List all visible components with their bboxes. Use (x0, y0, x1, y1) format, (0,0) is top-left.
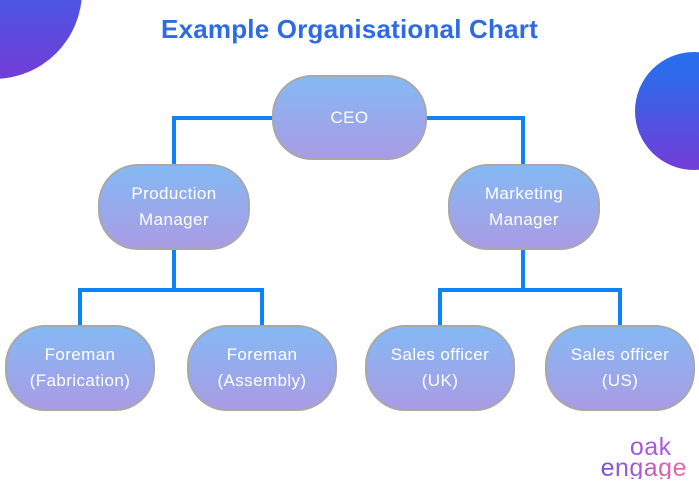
connector-sales-us-drop (618, 288, 622, 325)
connector-production-horizontal (78, 288, 264, 292)
connector-marketing-horizontal (438, 288, 622, 292)
org-node-label: Foreman (226, 345, 298, 364)
org-node-label: (UK) (421, 371, 459, 390)
connector-foreman-fabrication-drop (78, 288, 82, 325)
connector-ceo-left-horizontal (172, 116, 272, 120)
org-node-sales-officer-uk: Sales officer (UK) (365, 325, 515, 411)
org-node-label: (US) (601, 371, 639, 390)
logo-text-oak: oak (601, 435, 687, 460)
org-node-marketing-manager: Marketing Manager (448, 164, 600, 250)
org-node-label: Marketing (484, 184, 564, 203)
org-node-ceo: CEO (272, 75, 427, 160)
org-node-label: (Fabrication) (29, 371, 131, 390)
connector-sales-uk-drop (438, 288, 442, 325)
oak-engage-logo: oak engage (600, 435, 687, 482)
org-node-label: Sales officer (570, 345, 670, 364)
page-title: Example Organisational Chart (161, 14, 538, 44)
connector-ceo-right-vertical (521, 116, 525, 164)
org-node-production-manager: Production Manager (98, 164, 250, 250)
org-node-label: Sales officer (390, 345, 490, 364)
org-node-label: Manager (489, 210, 559, 229)
connector-ceo-left-vertical (172, 116, 176, 164)
connector-marketing-stub (521, 250, 525, 292)
org-node-foreman-assembly: Foreman (Assembly) (187, 325, 337, 411)
connector-production-stub (172, 250, 176, 292)
org-node-label: (Assembly) (217, 371, 307, 390)
decor-circle-right (635, 52, 699, 170)
org-node-label: Foreman (44, 345, 116, 364)
org-node-label: CEO (330, 107, 369, 127)
org-node-label: Manager (139, 210, 209, 229)
org-node-label: Production (131, 184, 217, 203)
connector-foreman-assembly-drop (260, 288, 264, 325)
logo-text-engage: engage (600, 454, 687, 482)
org-node-foreman-fabrication: Foreman (Fabrication) (5, 325, 155, 411)
connector-ceo-right-horizontal (427, 116, 525, 120)
org-node-sales-officer-us: Sales officer (US) (545, 325, 695, 411)
